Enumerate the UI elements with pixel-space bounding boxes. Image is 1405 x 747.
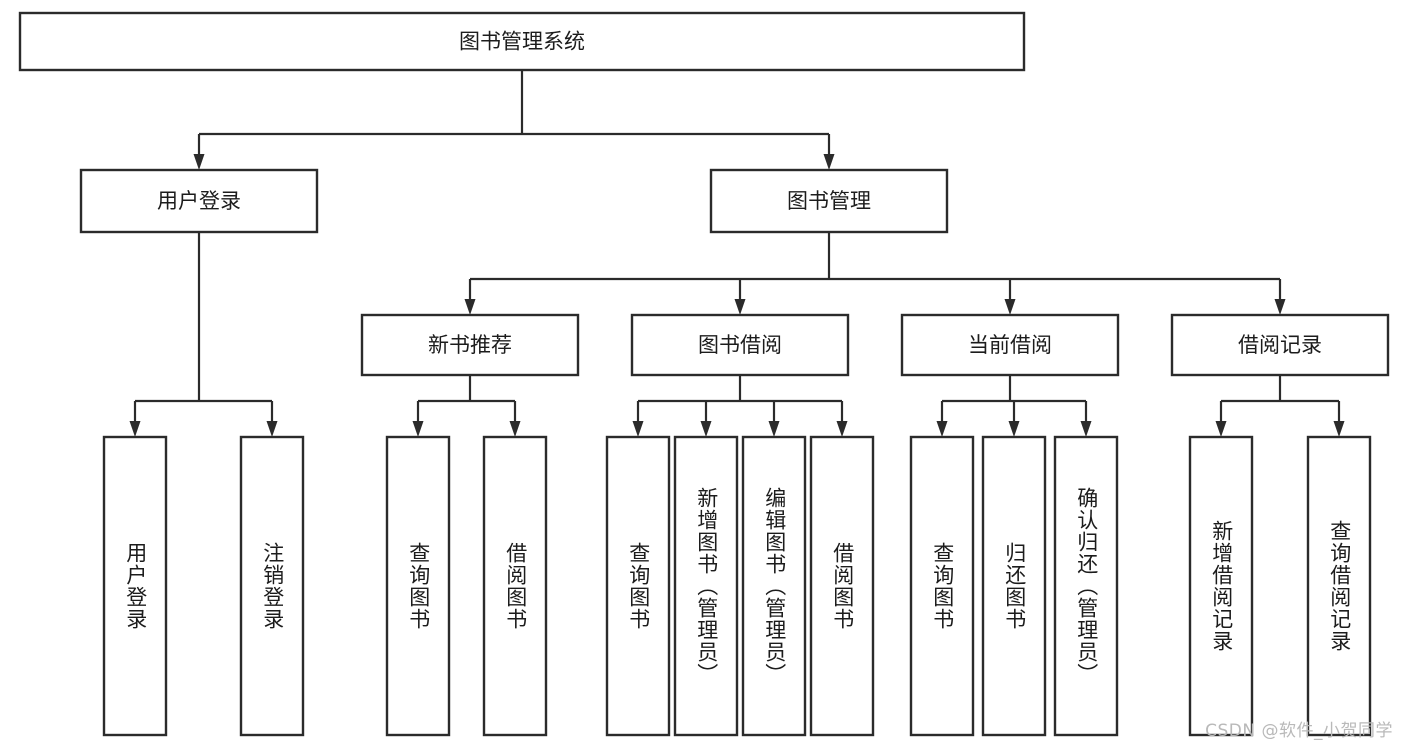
node-box-leaf-edit-book[interactable] — [741, 435, 807, 737]
edges-from-book-manage — [464, 232, 1286, 315]
node-book-borrow[interactable]: 图书借阅 — [630, 313, 850, 377]
node-box-leaf-return-book[interactable] — [981, 435, 1047, 737]
arrow-head — [836, 421, 848, 437]
node-box-leaf-logout[interactable] — [239, 435, 305, 737]
node-user-login[interactable]: 用户登录 — [79, 168, 319, 234]
arrow-head — [823, 154, 835, 170]
node-box-leaf-query-book-rec[interactable] — [385, 435, 451, 737]
node-leaf-borrow-book[interactable] — [809, 435, 875, 737]
edges-from-user-login — [129, 232, 278, 437]
edges-from-book-borrow — [632, 375, 848, 437]
edges-from-current-borrow — [936, 375, 1092, 437]
node-leaf-query-record[interactable] — [1306, 435, 1372, 737]
arrow-head — [734, 299, 746, 315]
node-label-root: 图书管理系统 — [459, 30, 585, 54]
node-leaf-query-book-rec[interactable] — [385, 435, 451, 737]
arrow-head — [632, 421, 644, 437]
arrow-head — [1215, 421, 1227, 437]
node-label-book-manage: 图书管理 — [787, 189, 871, 213]
node-box-leaf-confirm-return[interactable] — [1053, 435, 1119, 737]
node-leaf-logout[interactable] — [239, 435, 305, 737]
node-label-new-book-rec: 新书推荐 — [428, 333, 512, 357]
node-box-leaf-borrow-book-rec[interactable] — [482, 435, 548, 737]
node-leaf-borrow-book-rec[interactable] — [482, 435, 548, 737]
node-box-current-borrow[interactable] — [900, 313, 1120, 377]
node-leaf-edit-book[interactable] — [741, 435, 807, 737]
node-label-current-borrow: 当前借阅 — [968, 333, 1052, 357]
arrow-head — [1008, 421, 1020, 437]
arrow-head — [1004, 299, 1016, 315]
node-box-new-book-rec[interactable] — [360, 313, 580, 377]
arrow-head — [1274, 299, 1286, 315]
node-box-leaf-user-login[interactable] — [102, 435, 168, 737]
node-leaf-return-book[interactable] — [981, 435, 1047, 737]
node-leaf-add-record[interactable] — [1188, 435, 1254, 737]
arrow-head — [193, 154, 205, 170]
arrow-head — [129, 421, 141, 437]
node-box-book-borrow[interactable] — [630, 313, 850, 377]
arrow-head — [1080, 421, 1092, 437]
node-leaf-query-book-current[interactable] — [909, 435, 975, 737]
node-root[interactable]: 图书管理系统 — [18, 11, 1026, 72]
edges-from-new-book-rec — [412, 375, 521, 437]
node-new-book-rec[interactable]: 新书推荐 — [360, 313, 580, 377]
node-label-user-login: 用户登录 — [157, 189, 241, 213]
node-leaf-query-book-borrow[interactable] — [605, 435, 671, 737]
node-box-root[interactable] — [18, 11, 1026, 72]
connector-layer — [129, 70, 1345, 437]
arrow-head — [509, 421, 521, 437]
node-box-leaf-query-book-borrow[interactable] — [605, 435, 671, 737]
arrow-head — [700, 421, 712, 437]
node-box-borrow-record[interactable] — [1170, 313, 1390, 377]
node-leaf-add-book[interactable] — [673, 435, 739, 737]
node-box-leaf-add-record[interactable] — [1188, 435, 1254, 737]
node-book-manage[interactable]: 图书管理 — [709, 168, 949, 234]
node-box-leaf-borrow-book[interactable] — [809, 435, 875, 737]
node-box-leaf-add-book[interactable] — [673, 435, 739, 737]
node-borrow-record[interactable]: 借阅记录 — [1170, 313, 1390, 377]
node-box-leaf-query-book-current[interactable] — [909, 435, 975, 737]
node-current-borrow[interactable]: 当前借阅 — [900, 313, 1120, 377]
arrow-head — [266, 421, 278, 437]
node-leaf-user-login[interactable] — [102, 435, 168, 737]
arrow-head — [412, 421, 424, 437]
edges-from-root — [193, 70, 835, 170]
arrow-head — [464, 299, 476, 315]
node-leaf-confirm-return[interactable] — [1053, 435, 1119, 737]
node-label-borrow-record: 借阅记录 — [1238, 333, 1322, 357]
arrow-head — [1333, 421, 1345, 437]
watermark: CSDN @软件_小贺同学 — [1205, 721, 1393, 741]
node-box-user-login[interactable] — [79, 168, 319, 234]
arrow-head — [936, 421, 948, 437]
node-label-book-borrow: 图书借阅 — [698, 333, 782, 357]
node-box-book-manage[interactable] — [709, 168, 949, 234]
edges-from-borrow-record — [1215, 375, 1345, 437]
arrow-head — [768, 421, 780, 437]
node-box-leaf-query-record[interactable] — [1306, 435, 1372, 737]
